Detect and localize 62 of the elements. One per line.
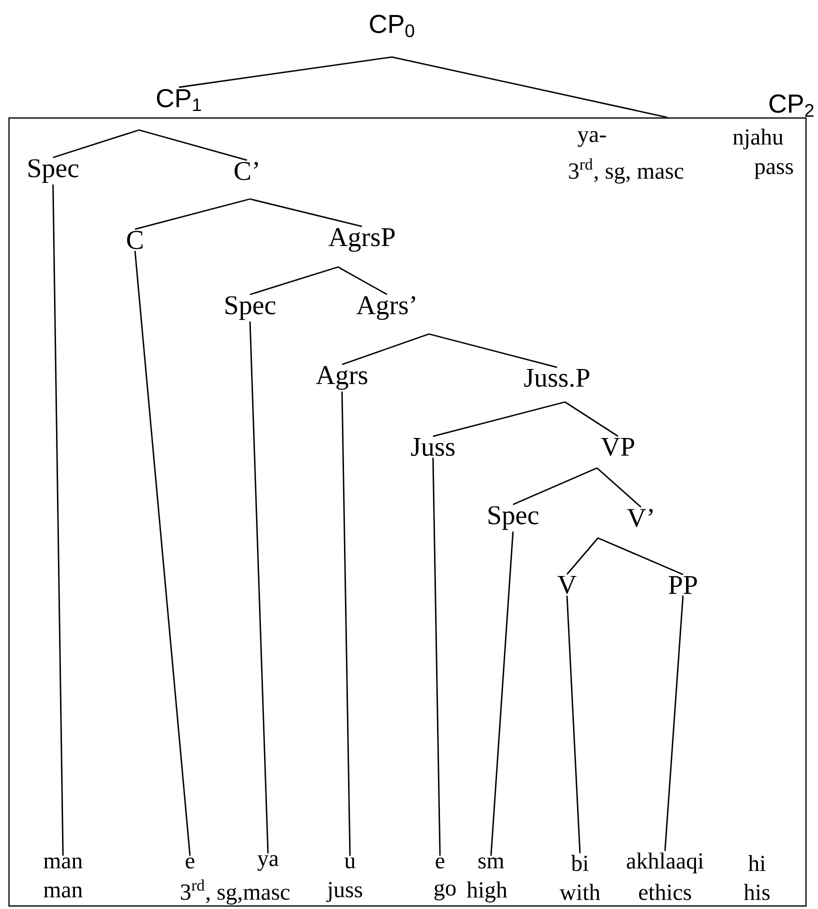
branch-line bbox=[566, 538, 599, 575]
branch-line bbox=[490, 531, 514, 856]
word-text: u bbox=[344, 858, 356, 868]
tree-label: Agrs’ bbox=[356, 296, 416, 320]
word-text: e bbox=[186, 857, 194, 869]
word-text: e bbox=[436, 857, 444, 869]
branch-line bbox=[52, 129, 140, 158]
tree-label: Juss.P bbox=[524, 368, 590, 388]
branch-line bbox=[598, 537, 684, 576]
branch-line bbox=[134, 250, 191, 856]
branch-line bbox=[341, 392, 351, 856]
tree-label: AgrsP bbox=[328, 228, 395, 252]
tree-label: C’ bbox=[234, 162, 258, 180]
gloss-text: man bbox=[44, 886, 82, 898]
tree-label: VP bbox=[601, 438, 634, 456]
branch-line bbox=[250, 198, 362, 228]
branch-line bbox=[664, 596, 684, 851]
word-text: ya bbox=[257, 855, 279, 871]
branch-line bbox=[564, 401, 618, 437]
gloss-text: high bbox=[466, 882, 508, 902]
morpheme-text: 3$^{rd}$, sg, masc bbox=[569, 158, 684, 184]
gloss-text: his bbox=[744, 884, 770, 900]
branch-line bbox=[432, 458, 441, 856]
tree-label: CP$_{0}$ bbox=[370, 14, 414, 38]
gloss-text: with bbox=[560, 884, 600, 900]
word-text: bi bbox=[571, 854, 589, 872]
tree-label: Juss bbox=[411, 438, 455, 456]
tree-label: Agrs bbox=[316, 366, 368, 390]
branch-line bbox=[512, 467, 598, 506]
tree-label: Spec bbox=[226, 296, 276, 320]
branch-line bbox=[342, 333, 430, 366]
morpheme-text: hi bbox=[748, 855, 766, 871]
node-label: CP$_{2}$ bbox=[769, 94, 814, 117]
branch-line bbox=[134, 198, 250, 230]
branch-line bbox=[249, 322, 269, 854]
branch-line bbox=[566, 596, 581, 854]
branch-line bbox=[250, 266, 338, 296]
tree-label: V bbox=[558, 576, 576, 594]
gloss-text: ethics bbox=[639, 884, 691, 900]
morpheme-text: njahu bbox=[732, 128, 784, 150]
tree-label: CP$_{1}$ bbox=[156, 88, 201, 112]
tree-label: V’ bbox=[627, 508, 653, 528]
morpheme-text: pass bbox=[754, 163, 793, 179]
branch-line bbox=[432, 401, 566, 437]
branch-line bbox=[392, 56, 668, 118]
gloss-text: 3$^{rd}$, sg,masc bbox=[180, 879, 290, 905]
gloss-text: go bbox=[434, 884, 456, 900]
branch-line bbox=[596, 467, 642, 508]
word-text: akhlaaqi bbox=[626, 852, 704, 874]
word-text: sm bbox=[478, 857, 504, 869]
branch-line bbox=[52, 184, 64, 856]
tree-label: PP bbox=[668, 576, 697, 594]
tree-label: Spec bbox=[488, 506, 538, 530]
gloss-text: juss bbox=[326, 882, 362, 902]
branch-line bbox=[178, 56, 392, 88]
morpheme-text: ya- bbox=[578, 131, 606, 147]
branch-line bbox=[338, 266, 388, 296]
tree-label: C bbox=[127, 230, 143, 250]
branch-line bbox=[428, 333, 558, 368]
word-text: man bbox=[44, 857, 82, 869]
tree-label: Spec bbox=[28, 159, 78, 183]
branch-line bbox=[138, 129, 248, 161]
